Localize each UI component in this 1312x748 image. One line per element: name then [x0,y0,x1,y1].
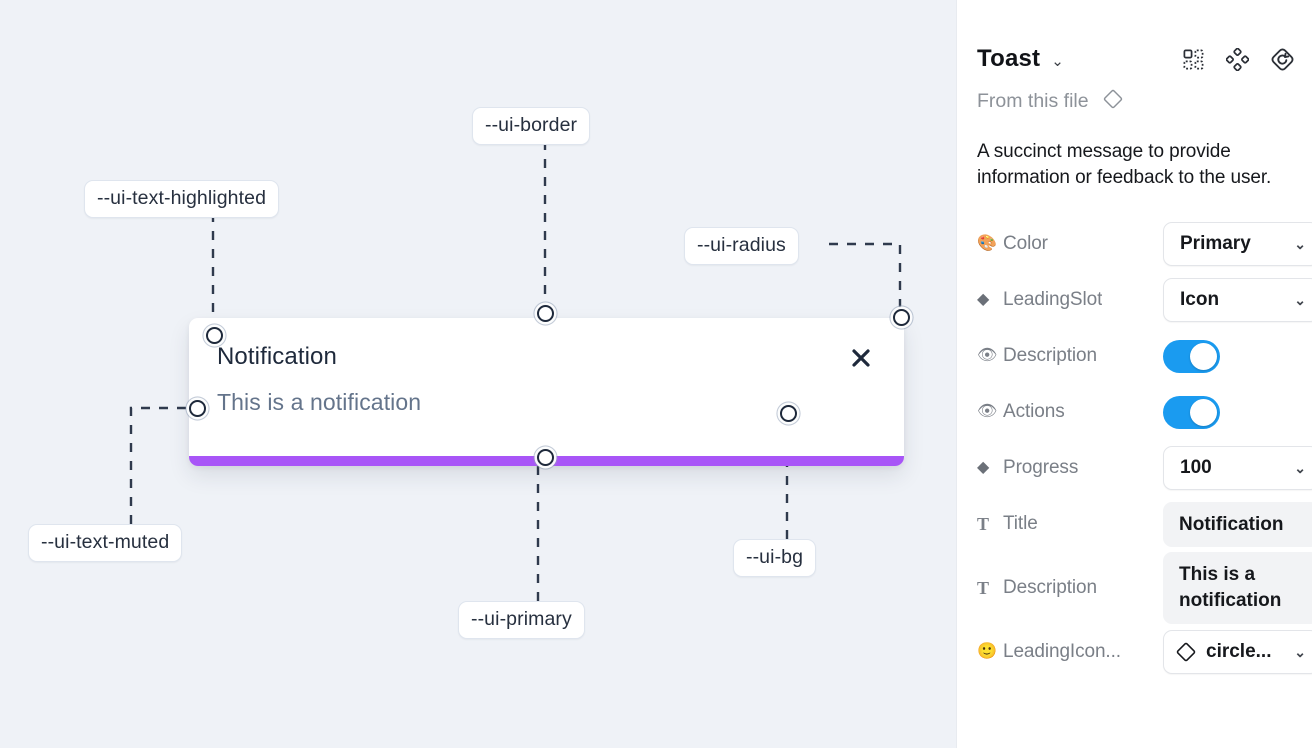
handle-ui-primary[interactable] [537,449,554,466]
property-label-text: Title [1003,513,1038,535]
token-chip-ui-border[interactable]: --ui-border [472,107,591,145]
property-control-progress: 100 ⌄ [1163,446,1312,491]
reset-instance-icon[interactable] [1270,47,1295,72]
property-label-text: Description [1003,345,1097,367]
property-row-actions: 👁 Actions [977,384,1298,440]
close-x-icon[interactable] [846,343,876,373]
property-label-leading-icon: 🙂 LeadingIcon... [977,641,1163,663]
actions-toggle[interactable] [1163,395,1220,429]
palette-icon: 🎨 [977,235,997,253]
property-row-color: 🎨 Color Primary ⌄ [977,216,1312,272]
property-row-leading-icon: 🙂 LeadingIcon... circle... ⌄ [977,624,1312,680]
token-chip-ui-bg[interactable]: --ui-bg [733,539,817,577]
progress-select-value: 100 [1180,457,1212,479]
property-label-text: LeadingSlot [1003,289,1103,311]
property-label-leading-slot: ◆ LeadingSlot [977,289,1163,311]
property-label-text: Progress [1003,457,1079,479]
component-grid-icon[interactable] [1182,48,1205,71]
chevron-down-icon: ⌄ [1294,643,1306,660]
property-row-progress: ◆ Progress 100 ⌄ [977,440,1312,496]
token-chip-ui-radius[interactable]: --ui-radius [684,227,799,265]
property-label-title: T Title [977,513,1163,535]
eye-icon: 👁 [977,403,998,421]
property-label-actions: 👁 Actions [977,401,1163,423]
token-chip-ui-text-highlighted[interactable]: --ui-text-highlighted [84,180,280,218]
diamond-icon: ◆ [977,291,990,309]
property-row-description-text: T Description This is a notification [977,552,1312,624]
leading-icon-select-value: circle... [1206,640,1272,662]
handle-ui-border[interactable] [537,305,554,322]
token-chip-ui-primary[interactable]: --ui-primary [458,601,585,639]
description-input[interactable]: This is a notification [1163,552,1312,624]
design-canvas[interactable]: Notification This is a notification --ui… [0,0,956,748]
title-input[interactable]: Notification [1163,501,1312,548]
from-this-file-row[interactable]: From this file [977,86,1298,116]
properties-panel: Toast ⌄ [956,0,1312,748]
property-row-title: T Title Notification [977,496,1312,552]
chevron-down-icon: ⌄ [1294,292,1306,309]
description-toggle[interactable] [1163,339,1220,373]
panel-header-actions [1182,47,1298,72]
property-control-leading-icon: circle... ⌄ [1163,629,1312,674]
smiley-icon: 🙂 [977,642,997,660]
handle-ui-bg[interactable] [780,405,797,422]
toast-content: Notification This is a notification [189,318,904,466]
property-list: 🎨 Color Primary ⌄ ◆ LeadingSlot [977,216,1312,680]
property-label-description: 👁 Description [977,345,1163,367]
chevron-down-icon[interactable]: ⌄ [1051,52,1064,70]
leading-slot-select[interactable]: Icon ⌄ [1163,278,1312,323]
connector-lines [129,141,902,601]
property-label-description-text: T Description [977,577,1163,599]
property-label-text: Actions [1003,401,1065,423]
color-select[interactable]: Primary ⌄ [1163,222,1312,267]
progress-select[interactable]: 100 ⌄ [1163,446,1312,491]
panel-header: Toast ⌄ [977,28,1298,90]
property-control-actions [1163,395,1298,429]
property-row-leading-slot: ◆ LeadingSlot Icon ⌄ [977,272,1312,328]
diamond-component-icon [1102,88,1124,115]
toast-description: This is a notification [217,389,422,416]
panel-title: Toast [977,45,1041,72]
property-label-progress: ◆ Progress [977,457,1163,479]
property-control-title: Notification [1163,501,1312,548]
property-control-description-text: This is a notification [1163,552,1312,624]
text-type-icon: T [977,514,989,535]
toggle-knob [1190,398,1217,426]
leading-slot-select-value: Icon [1180,289,1220,311]
component-set-diamond-icon[interactable] [1226,47,1249,71]
diamond-icon: ◆ [977,459,990,477]
handle-ui-text-highlighted[interactable] [206,327,223,344]
leading-icon-select[interactable]: circle... ⌄ [1163,629,1312,674]
diamond-component-icon [1175,641,1197,663]
color-select-value: Primary [1180,233,1251,255]
chevron-down-icon: ⌄ [1294,236,1306,253]
property-row-description: 👁 Description [977,328,1298,384]
from-this-file-label: From this file [977,89,1089,112]
property-control-color: Primary ⌄ [1163,222,1312,267]
property-control-description [1163,339,1298,373]
property-label-text: Color [1003,233,1048,255]
eye-icon: 👁 [977,347,998,365]
component-description: A succinct message to provide informatio… [977,141,1272,189]
handle-ui-radius[interactable] [893,309,910,326]
property-label-color: 🎨 Color [977,233,1163,255]
property-label-text: Description [1003,577,1097,599]
handle-ui-text-muted[interactable] [189,400,206,417]
property-control-leading-slot: Icon ⌄ [1163,278,1312,323]
text-type-icon: T [977,578,989,599]
toast-title: Notification [217,343,337,370]
toast-component-preview[interactable]: Notification This is a notification [189,318,904,466]
chevron-down-icon: ⌄ [1294,460,1306,477]
token-chip-ui-text-muted[interactable]: --ui-text-muted [28,524,183,562]
property-label-text: LeadingIcon... [1003,640,1121,662]
toggle-knob [1190,342,1217,370]
